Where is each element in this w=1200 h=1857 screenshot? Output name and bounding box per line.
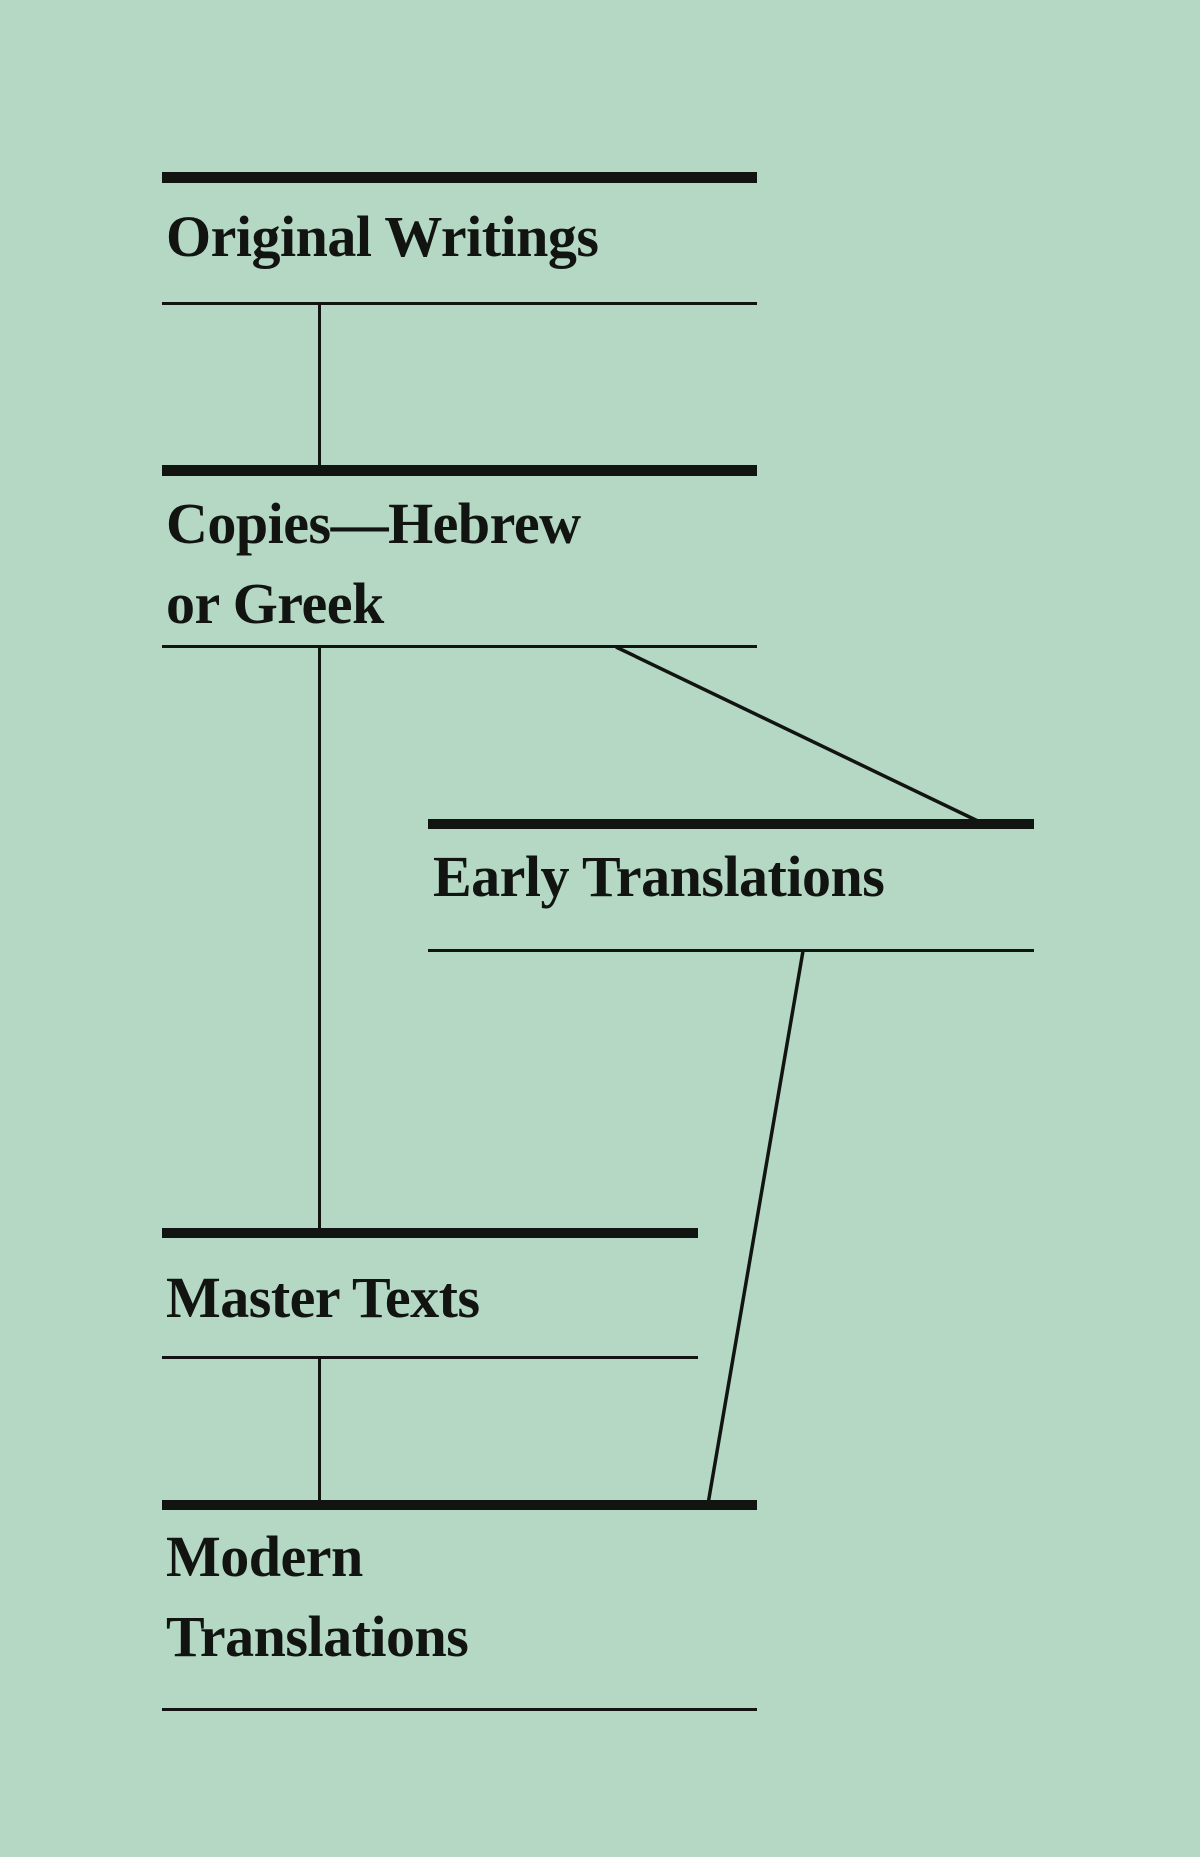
modern-translations-label: Modern Translations (166, 1517, 469, 1677)
connector-master-to-modern (318, 1357, 321, 1504)
master-texts-top-rule (162, 1228, 698, 1238)
master-texts-line1: Master Texts (166, 1265, 480, 1330)
modern-translations-line2: Translations (166, 1604, 469, 1669)
original-writings-top-rule (162, 172, 757, 183)
master-texts-bottom-rule (162, 1356, 698, 1359)
original-writings-label: Original Writings (166, 197, 599, 277)
copies-line2: or Greek (166, 571, 384, 636)
modern-translations-bottom-rule (162, 1708, 757, 1711)
connector-copies-to-early-diagonal (615, 645, 983, 825)
early-translations-top-rule (428, 819, 1034, 829)
copies-label: Copies—Hebrew or Greek (166, 484, 581, 644)
modern-translations-top-rule (162, 1500, 757, 1510)
copies-top-rule (162, 465, 757, 476)
early-translations-line1: Early Translations (433, 844, 885, 909)
connector-original-to-copies (318, 303, 321, 469)
copies-bottom-rule (162, 645, 757, 648)
original-writings-line1: Original Writings (166, 204, 599, 269)
early-translations-label: Early Translations (433, 837, 885, 917)
modern-translations-line1: Modern (166, 1524, 363, 1589)
master-texts-label: Master Texts (166, 1258, 480, 1338)
early-translations-bottom-rule (428, 949, 1034, 952)
connector-copies-to-master (318, 647, 321, 1232)
copies-line1: Copies—Hebrew (166, 491, 581, 556)
connector-early-to-modern-diagonal (706, 950, 805, 1505)
original-writings-bottom-rule (162, 302, 757, 305)
